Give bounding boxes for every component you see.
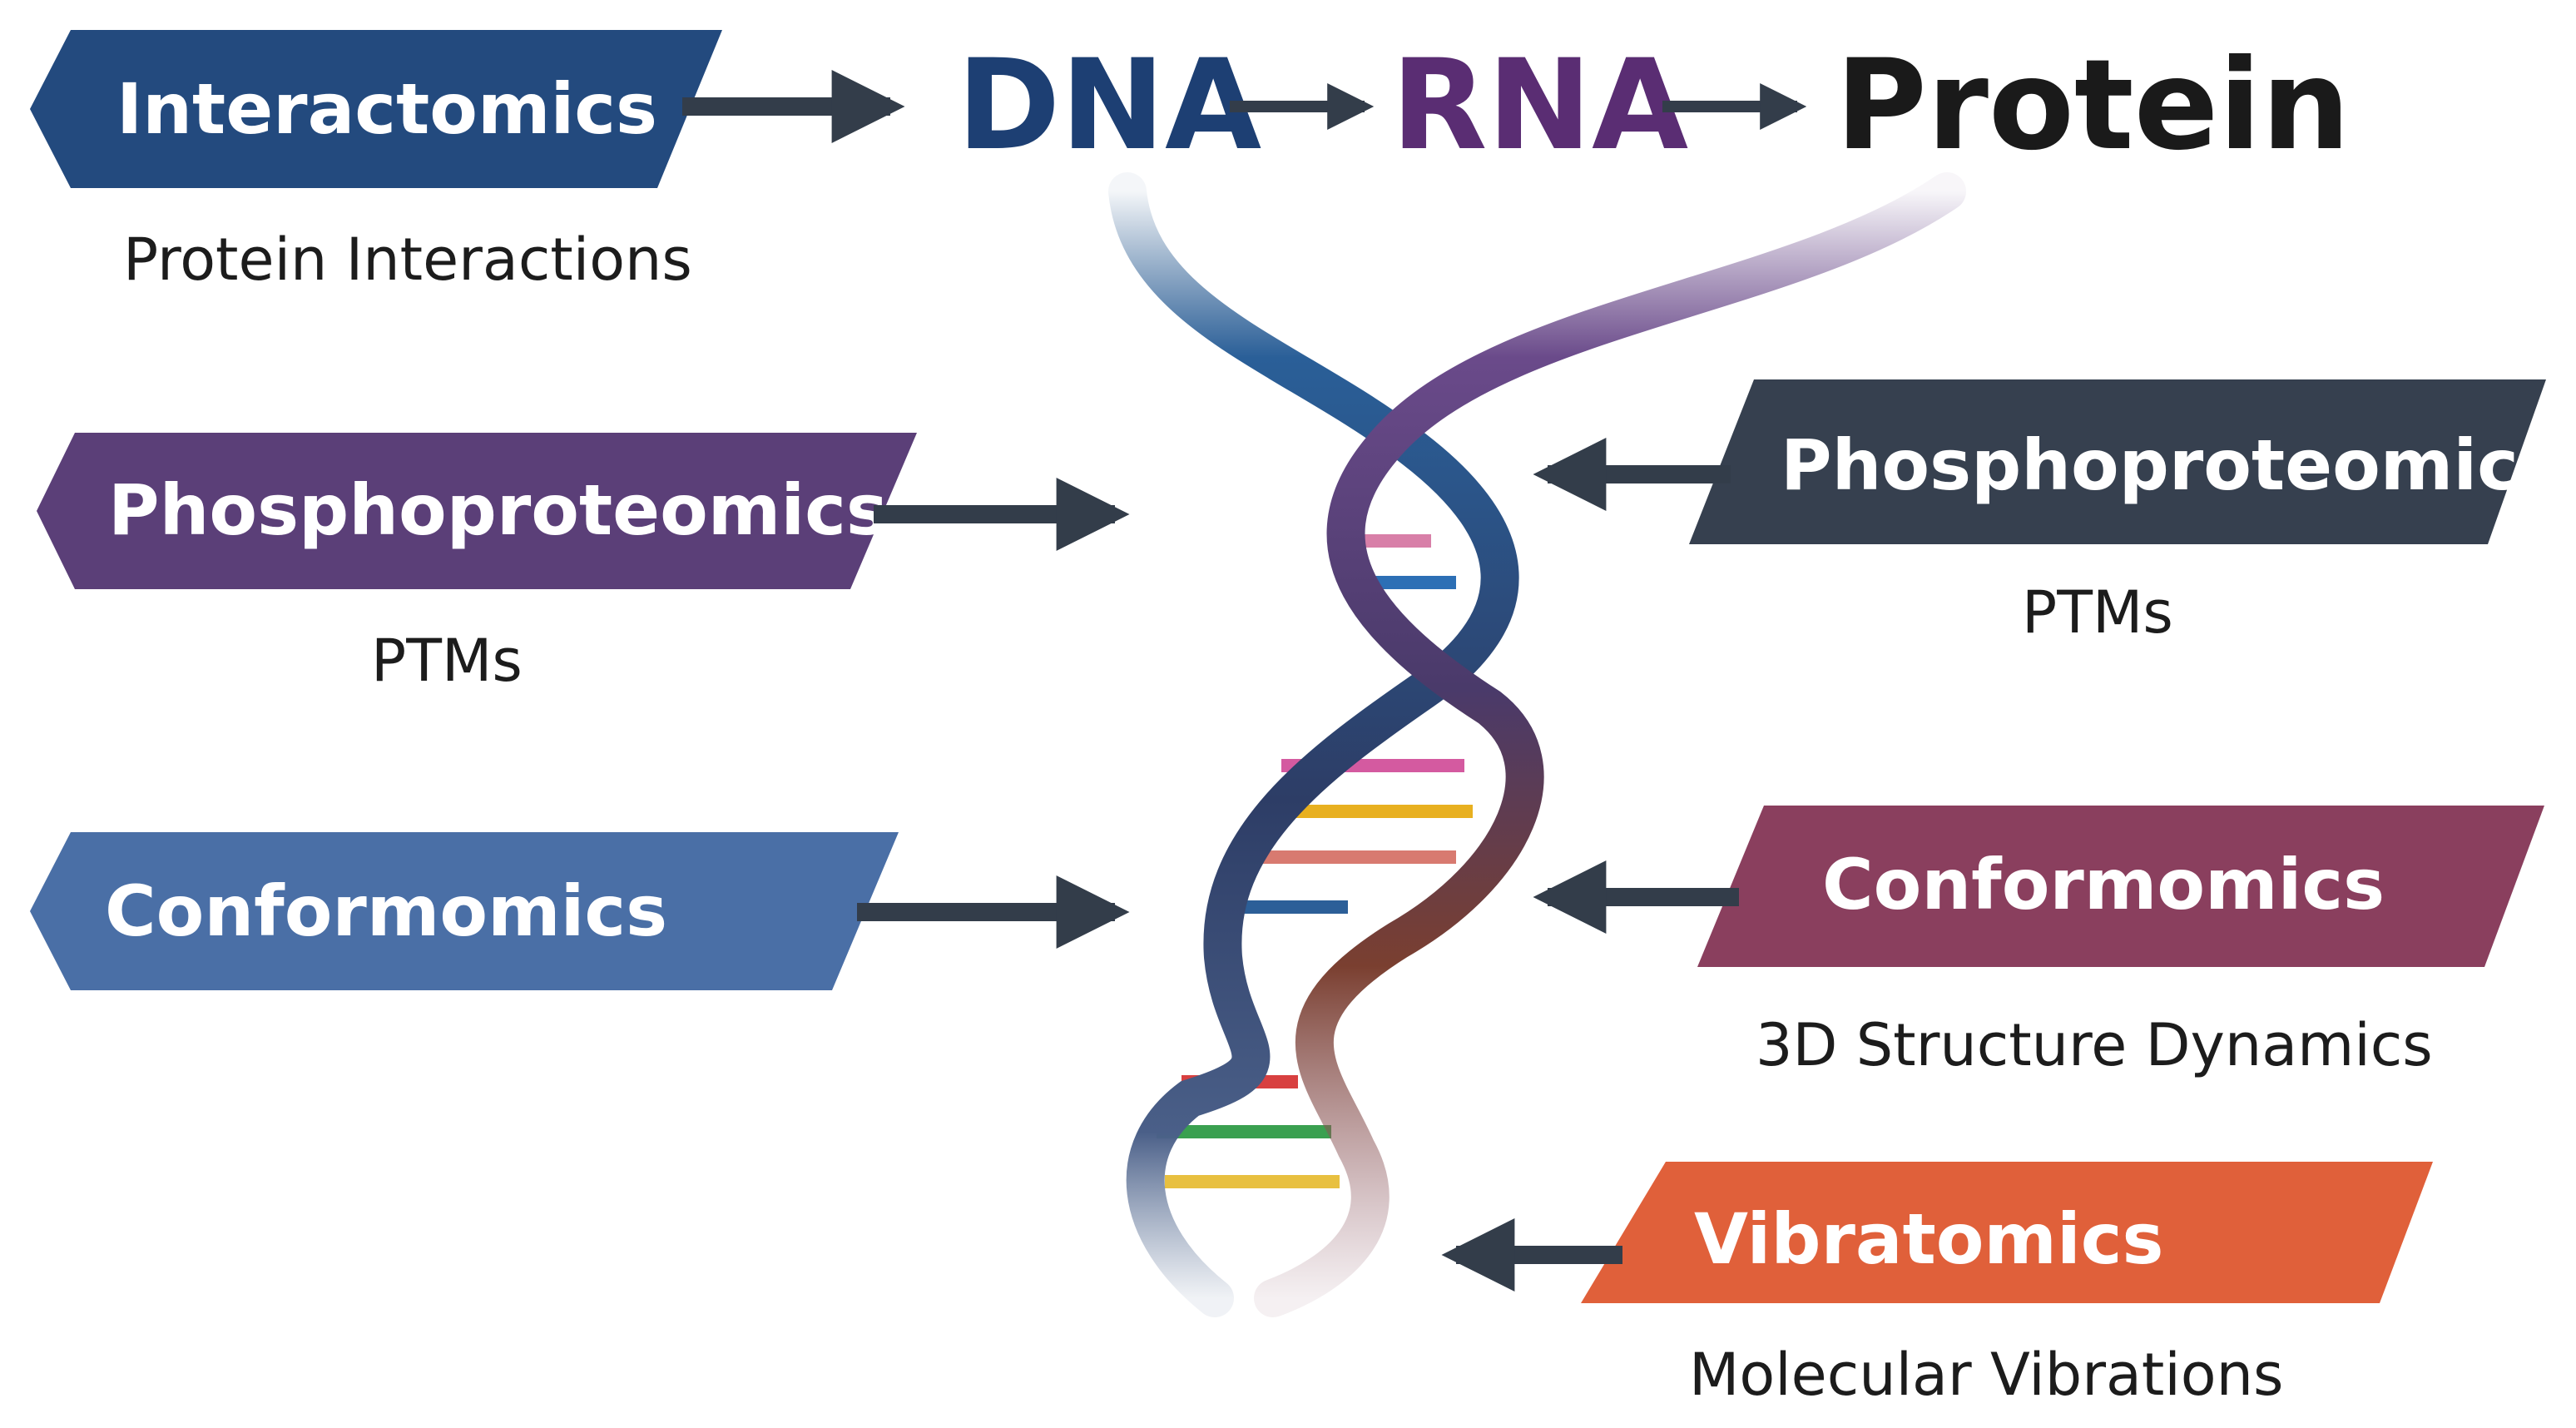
- left-banner-3: [30, 832, 899, 990]
- left-banner-1: [30, 30, 722, 188]
- left-banner-2: [37, 433, 917, 589]
- central-dogma: DNA RNA Protein: [957, 33, 2351, 178]
- right-banner-1-title: Phosphoproteomics: [1781, 424, 2560, 506]
- right-item-phosphoproteomics: Phosphoproteomics PTMs: [1533, 379, 2560, 647]
- left-item-interactomics: Interactomics Protein Interactions: [30, 30, 905, 294]
- right-banner-3: [1581, 1162, 2433, 1303]
- left-banner-1-subtitle: Protein Interactions: [123, 226, 692, 294]
- right-banner-3-title: Vibratomics: [1694, 1198, 2164, 1280]
- right-item-conformomics: Conformomics 3D Structure Dynamics: [1533, 806, 2544, 1079]
- helix-strand-b: [1254, 172, 1966, 1317]
- dna-label: DNA: [957, 33, 1261, 178]
- helix-strand-a: [1108, 172, 1519, 1317]
- left-item-phosphoproteomics: Phosphoproteomics PTMs: [37, 433, 1130, 695]
- right-banner-1: [1689, 379, 2546, 544]
- protein-label: Protein: [1835, 33, 2351, 178]
- dna-helix: [1108, 172, 1966, 1317]
- right-banner-2: [1697, 806, 2544, 967]
- left-banner-2-title: Phosphoproteomics: [108, 469, 888, 551]
- right-banner-2-subtitle: 3D Structure Dynamics: [1756, 1011, 2433, 1079]
- right-banner-2-title: Conformomics: [1822, 844, 2385, 925]
- rna-label: RNA: [1391, 33, 1688, 178]
- right-banner-3-subtitle: Molecular Vibrations: [1689, 1341, 2283, 1409]
- left-banner-3-title: Conformomics: [105, 870, 667, 952]
- left-banner-2-subtitle: PTMs: [371, 627, 523, 695]
- right-item-vibratomics: Vibratomics Molecular Vibrations: [1441, 1162, 2433, 1409]
- right-banner-1-subtitle: PTMs: [2022, 578, 2173, 647]
- left-item-conformomics: Conformomics: [30, 832, 1130, 990]
- left-banner-1-title: Interactomics: [116, 68, 657, 150]
